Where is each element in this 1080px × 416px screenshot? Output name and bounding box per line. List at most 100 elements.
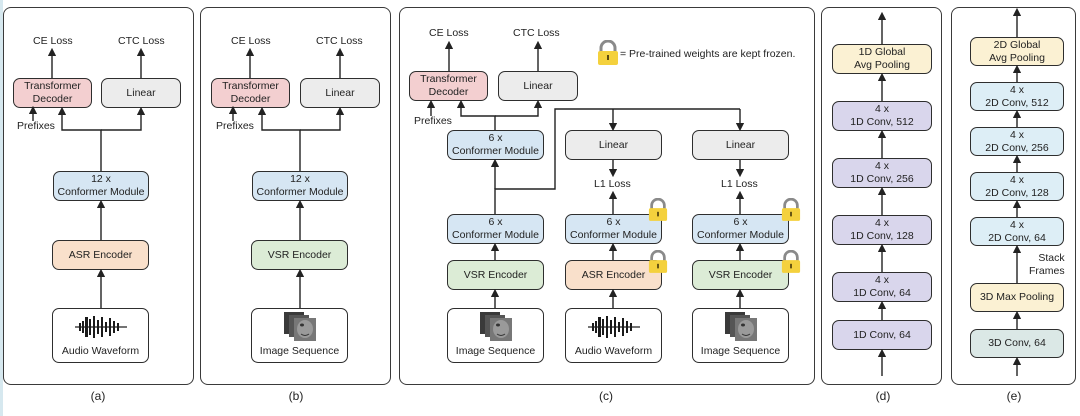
decoder-line2: Decoder — [32, 93, 73, 105]
face-frames-icon — [284, 312, 316, 341]
layer-line2: 2D Conv, 128 — [985, 186, 1049, 199]
layer-line1: 1D Global — [858, 46, 906, 58]
linear-label: Linear — [325, 86, 355, 99]
student-image-sequence-input: Image Sequence — [447, 308, 544, 363]
l1-loss-label: L1 Loss — [721, 178, 758, 190]
conformer-module: 12 x Conformer Module — [53, 171, 149, 201]
layer-line1: 4 x — [1009, 83, 1024, 96]
caption-a: (a) — [90, 389, 106, 403]
stack-frames-label: Stack Frames — [1029, 252, 1065, 278]
layer-line1: 2D Global — [993, 38, 1041, 51]
decoder-line1: Transformer — [24, 80, 81, 92]
conv1d-layer: 1D Conv, 64 — [832, 320, 932, 350]
transformer-decoder: Transformer Decoder — [13, 78, 92, 108]
layer-line2: 2D Conv, 64 — [988, 231, 1046, 244]
ce-loss-label: CE Loss — [429, 27, 469, 39]
padlock-icon — [781, 198, 801, 221]
frozen-legend: = Pre-trained weights are kept frozen. — [620, 48, 796, 60]
layer-line1: 4 x — [1009, 218, 1024, 231]
prefixes-label: Prefixes — [414, 115, 452, 127]
decoder-line2: Decoder — [428, 86, 469, 98]
ctc-loss-label: CTC Loss — [513, 27, 560, 39]
input-label: Image Sequence — [259, 345, 340, 357]
padlock-icon — [781, 250, 801, 273]
conv3d-layer: 3D Conv, 64 — [970, 329, 1064, 358]
encoder-label: ASR Encoder — [581, 268, 646, 281]
conformer-line2: Conformer Module — [452, 229, 539, 241]
encoder-label: VSR Encoder — [708, 268, 773, 281]
linear-label: Linear — [126, 86, 156, 99]
conformer-line1: 6 x — [488, 132, 503, 144]
vsr-encoder: VSR Encoder — [251, 240, 348, 270]
layer-line2: 1D Conv, 256 — [850, 173, 914, 185]
layer-line1: 4 x — [1009, 128, 1024, 141]
caption-c: (c) — [599, 389, 613, 403]
layer-line1: 3D Conv, 64 — [988, 337, 1046, 349]
l1-loss-label: L1 Loss — [594, 178, 631, 190]
ctc-loss-label: CTC Loss — [118, 35, 165, 47]
conformer-line2: Conformer Module — [697, 229, 784, 241]
conformer-line1: 6 x — [606, 216, 621, 228]
face-frames-icon — [480, 312, 512, 341]
teacher-vsr-conformer-module: 6 x Conformer Module — [692, 214, 789, 244]
layer-line2: 2D Conv, 512 — [985, 96, 1049, 109]
stack-line1: Stack — [1038, 252, 1065, 264]
linear-box: Linear — [101, 78, 181, 108]
image-sequence-input: Image Sequence — [251, 308, 348, 363]
student-conformer-module: 6 x Conformer Module — [447, 214, 544, 244]
encoder-label: VSR Encoder — [267, 248, 332, 261]
teacher-asr-linear: Linear — [565, 130, 662, 160]
audio-waveform-input: Audio Waveform — [52, 308, 149, 363]
decoder-line1: Transformer — [222, 80, 279, 92]
caption-b: (b) — [288, 389, 304, 403]
face-frames-icon — [725, 312, 757, 341]
transformer-decoder: Transformer Decoder — [409, 71, 488, 101]
linear-label: Linear — [725, 138, 756, 151]
encoder-label: VSR Encoder — [463, 268, 528, 281]
waveform-icon — [75, 316, 127, 338]
layer-line2: 1D Conv, 128 — [850, 230, 914, 242]
layer-line1: 3D Max Pooling — [979, 291, 1055, 303]
layer-line1: 1D Conv, 64 — [853, 328, 911, 341]
layer-line2: Avg Pooling — [854, 59, 910, 71]
padlock-icon — [648, 198, 668, 221]
transformer-decoder: Transformer Decoder — [211, 78, 290, 108]
layer-line1: 4 x — [874, 103, 889, 115]
linear-label: Linear — [598, 138, 629, 151]
padlock-icon — [648, 250, 668, 273]
teacher-vsr-encoder: VSR Encoder — [692, 260, 789, 290]
linear-box: Linear — [300, 78, 380, 108]
conformer-module: 12 x Conformer Module — [252, 171, 348, 201]
input-label: Image Sequence — [700, 345, 781, 357]
ctc-loss-label: CTC Loss — [316, 35, 363, 47]
padlock-icon — [598, 40, 618, 65]
conformer-line1: 6 x — [733, 216, 748, 228]
layer-line1: 4 x — [874, 274, 889, 286]
prefixes-label: Prefixes — [216, 120, 254, 132]
prefixes-label: Prefixes — [17, 120, 55, 132]
conformer-line2: Conformer Module — [570, 229, 657, 241]
conformer-line2: Conformer Module — [452, 145, 539, 157]
edge-stripe — [0, 0, 3, 416]
layer-line2: 1D Conv, 512 — [850, 116, 914, 128]
layer-line2: 1D Conv, 64 — [853, 287, 911, 299]
linear-box: Linear — [498, 71, 578, 101]
teacher-audio-waveform-input: Audio Waveform — [565, 308, 662, 363]
stack-line2: Frames — [1029, 265, 1065, 277]
max-pooling-3d: 3D Max Pooling — [970, 283, 1064, 312]
layer-line1: 4 x — [874, 160, 889, 172]
teacher-asr-conformer-module: 6 x Conformer Module — [565, 214, 662, 244]
teacher-asr-encoder: ASR Encoder — [565, 260, 662, 290]
layer-line2: Avg Pooling — [989, 51, 1045, 64]
student-vsr-encoder: VSR Encoder — [447, 260, 544, 290]
input-label: Image Sequence — [455, 345, 536, 357]
caption-d: (d) — [875, 389, 891, 403]
